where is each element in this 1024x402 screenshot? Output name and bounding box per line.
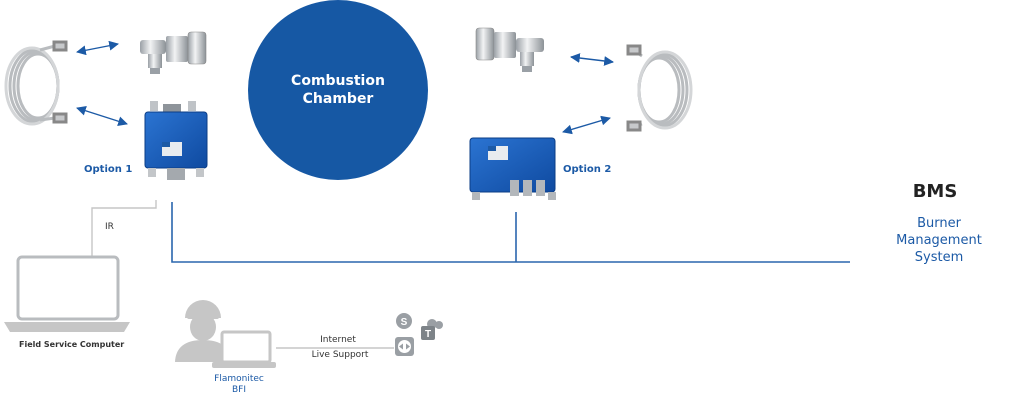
svg-text:T: T: [425, 329, 431, 340]
cable-coil-icon: [4, 40, 68, 126]
teams-icon: T: [421, 319, 443, 340]
bus-line: [171, 202, 850, 263]
combustion-chamber: [248, 0, 428, 180]
sensor-fitting-icon: [140, 31, 207, 74]
engineer-label: Flamonitec BFI: [204, 374, 274, 396]
ir-label: IR: [105, 222, 114, 232]
bms-line1: Burner: [917, 216, 961, 231]
option-1-label: Option 1: [84, 164, 133, 175]
ir-line: [91, 200, 157, 257]
engineer-label-line2: BFI: [231, 385, 246, 395]
bms-line3: System: [914, 250, 964, 265]
field-service-computer-label: Field Service Computer: [19, 340, 125, 349]
svg-text:S: S: [401, 317, 408, 328]
control-box-icon: [469, 137, 556, 200]
engineer-icon: [175, 300, 231, 362]
bms-line2: Management: [896, 233, 982, 248]
double-arrow-icon: [76, 40, 614, 135]
sensor-fitting-icon: [475, 27, 544, 72]
laptop-icon: [4, 255, 130, 332]
bms-title: BMS: [912, 181, 958, 202]
chamber-label-line1: Combustion: [291, 73, 385, 89]
control-box-icon: [144, 101, 208, 180]
option-2-label: Option 2: [563, 164, 612, 175]
cable-coil-icon: [626, 44, 693, 132]
skype-icon: S: [396, 313, 412, 329]
chamber-label: Combustion Chamber: [248, 72, 428, 108]
bms-description: Burner Management System: [880, 215, 998, 266]
internet-label: Internet: [320, 335, 356, 345]
live-support-label: Live Support: [311, 350, 369, 360]
engineer-label-line1: Flamonitec: [214, 374, 264, 384]
teamviewer-icon: [395, 337, 414, 356]
chamber-label-line2: Chamber: [302, 91, 374, 107]
laptop-icon: [212, 330, 276, 368]
